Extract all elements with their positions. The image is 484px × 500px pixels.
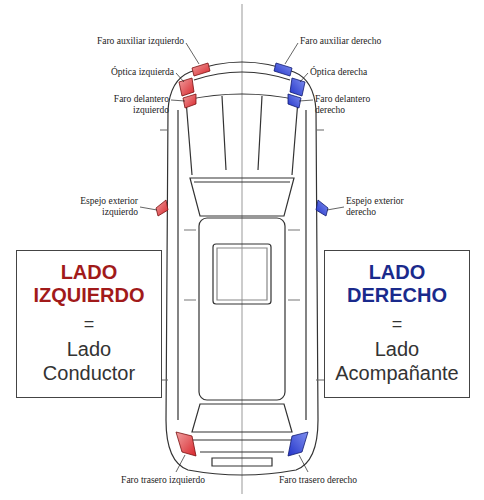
part-label: Faro trasero izquierdo: [95, 475, 205, 486]
center-line: [242, 4, 243, 494]
part-label: Faro delantero derecho: [315, 94, 379, 116]
side-description: Lado Conductor: [33, 337, 145, 385]
left-parts: [156, 63, 210, 456]
part-label: Faro delantero izquierdo: [105, 94, 169, 116]
part-label: Faro trasero derecho: [279, 475, 389, 486]
side-description: Lado Acompañante: [334, 337, 460, 385]
side-heading: LADO DERECHO: [333, 261, 461, 307]
equals-sign: =: [331, 311, 463, 337]
part-label: Espejo exterior izquierdo: [66, 196, 138, 218]
part-label: Espejo exterior derecho: [346, 196, 418, 218]
side-box: LADO DERECHO =Lado Acompañante: [324, 250, 470, 398]
part-label: Faro auxiliar izquierdo: [74, 36, 184, 47]
right-parts: [274, 63, 328, 456]
part-label: Faro auxiliar derecho: [300, 36, 410, 47]
part-label: Óptica derecha: [310, 67, 400, 78]
equals-sign: =: [23, 311, 155, 337]
car-body: [160, 62, 324, 475]
side-heading: LADO IZQUIERDO: [25, 261, 153, 307]
leader-lines: [140, 43, 344, 472]
part-label: Óptica izquierda: [84, 67, 174, 78]
side-box: LADO IZQUIERDO =Lado Conductor: [16, 250, 162, 398]
